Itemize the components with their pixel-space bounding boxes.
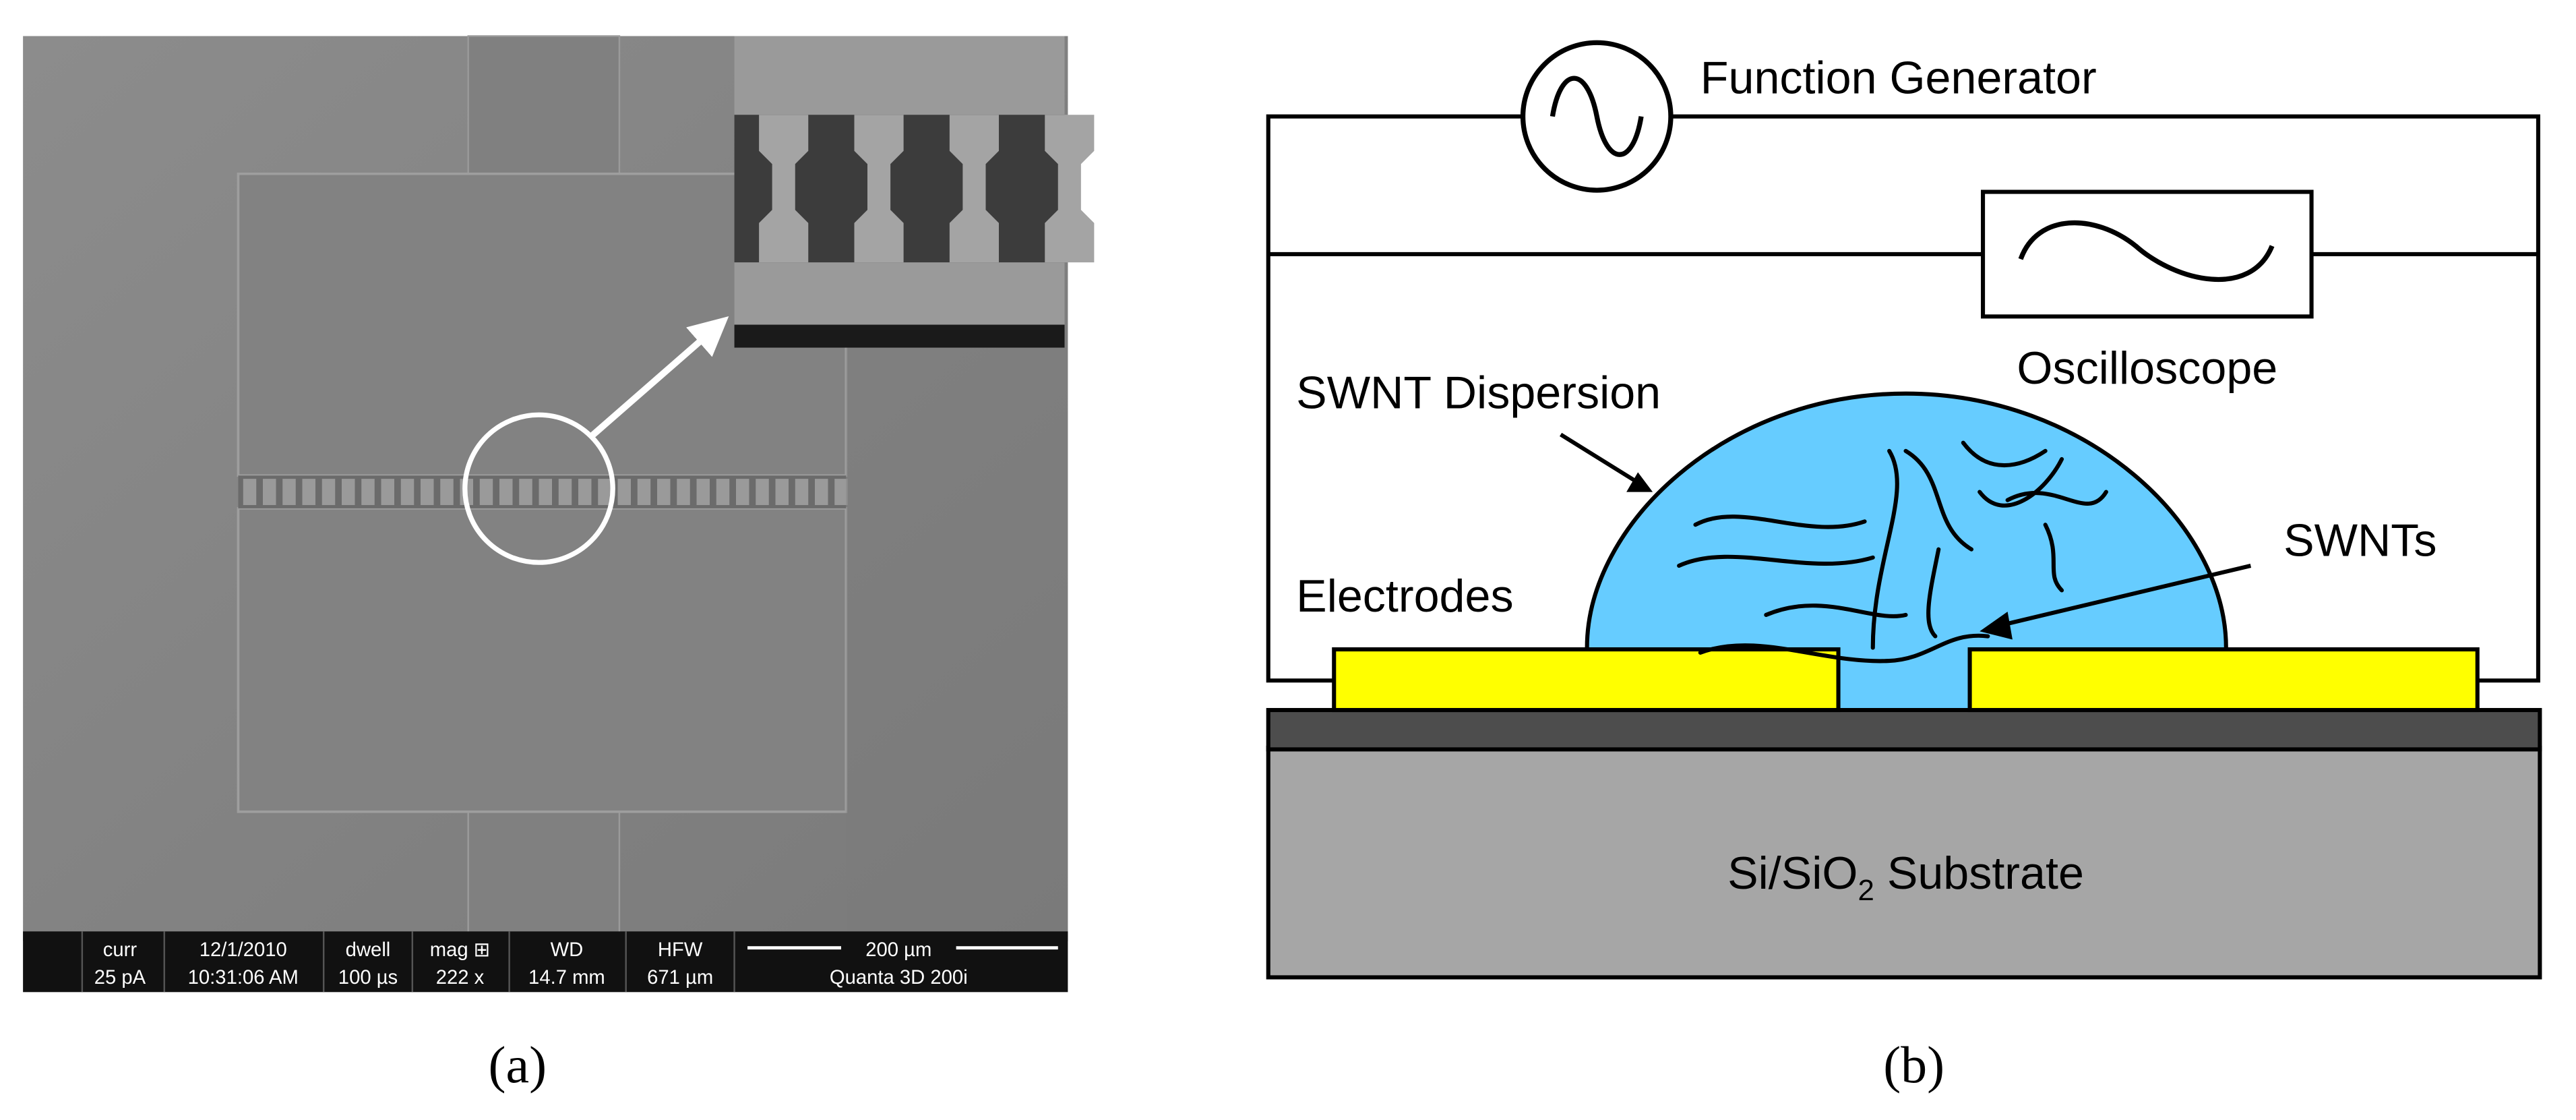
comb-fingers bbox=[243, 479, 848, 506]
comb-finger bbox=[775, 479, 789, 506]
schematic: Function Generator Oscilloscope bbox=[1266, 40, 2542, 980]
zoom-arrow bbox=[589, 316, 729, 439]
inset-finger bbox=[854, 115, 904, 263]
comb-finger bbox=[696, 479, 710, 506]
comb-finger bbox=[321, 479, 336, 506]
sem-info-bar: curr 25 pA 12/1/2010 10:31:06 AM dwell 1… bbox=[23, 931, 1068, 993]
comb-finger bbox=[736, 479, 749, 506]
dispersion-arrowhead bbox=[1626, 472, 1653, 492]
substrate-label: Si/SiO2 Substrate bbox=[1727, 848, 2084, 907]
comb-finger bbox=[400, 479, 415, 506]
swnt-strand bbox=[1961, 440, 2048, 467]
swnt-strand bbox=[1870, 448, 1899, 650]
comb-finger bbox=[716, 479, 730, 506]
info-bar-background bbox=[23, 931, 1068, 993]
swnt-dispersion-droplet bbox=[1585, 391, 2228, 713]
zoom-circle bbox=[462, 412, 615, 565]
sine-wave-icon bbox=[1550, 76, 1644, 157]
swnt-strand bbox=[2005, 490, 2108, 506]
oscilloscope-wave-icon bbox=[2018, 220, 2275, 283]
date-value: 12/1/2010 bbox=[200, 939, 287, 961]
comb-finger bbox=[381, 479, 394, 506]
swnt-strand bbox=[1926, 547, 1941, 639]
swnt-strand bbox=[1677, 554, 1875, 568]
curr-value: 25 pA bbox=[94, 967, 146, 989]
swnt-strand bbox=[1764, 603, 1908, 619]
comb-finger bbox=[756, 479, 769, 506]
swnt-strand bbox=[1698, 633, 1990, 664]
right-electrode bbox=[1967, 647, 2480, 713]
instrument-name: Quanta 3D 200i bbox=[830, 967, 968, 989]
comb-finger bbox=[263, 479, 276, 506]
lower-electrode-pad bbox=[237, 507, 848, 813]
substrate-label-main: Si/SiO bbox=[1727, 848, 1858, 899]
comb-finger bbox=[578, 479, 592, 506]
caption-b: (b) bbox=[1883, 1036, 1944, 1094]
comb-finger bbox=[440, 479, 454, 506]
curr-label: curr bbox=[103, 939, 137, 961]
magnified-inset bbox=[734, 36, 1095, 348]
swnt-strand bbox=[1693, 514, 1867, 529]
comb-finger bbox=[815, 479, 828, 506]
wire-left-outer bbox=[1266, 114, 1523, 683]
inset-finger bbox=[1045, 115, 1095, 263]
substrate-label-suffix: Substrate bbox=[1874, 848, 2084, 899]
upper-contact-strip bbox=[467, 35, 621, 175]
substrate bbox=[1266, 745, 2542, 980]
comb-finger bbox=[302, 479, 315, 506]
comb-finger bbox=[539, 479, 552, 506]
sem-micrograph: curr 25 pA 12/1/2010 10:31:06 AM dwell 1… bbox=[23, 35, 1095, 993]
swnt-strands bbox=[1677, 440, 2108, 664]
dwell-value: 100 µs bbox=[338, 967, 398, 989]
oscilloscope-label: Oscilloscope bbox=[2017, 343, 2277, 394]
comb-finger bbox=[677, 479, 690, 506]
inset-databar bbox=[734, 324, 1065, 348]
dispersion-pointer bbox=[1560, 432, 1649, 491]
wire-right-outer bbox=[1670, 114, 2540, 683]
swnts-arrowhead bbox=[1980, 612, 2013, 640]
hfw-value: 671 µm bbox=[647, 967, 713, 989]
comb-finger bbox=[834, 479, 848, 506]
comb-finger bbox=[499, 479, 513, 506]
scale-label: 200 µm bbox=[865, 939, 931, 961]
comb-finger bbox=[795, 479, 809, 506]
swnt-dispersion-label: SWNT Dispersion bbox=[1296, 367, 1661, 419]
time-value: 10:31:06 AM bbox=[188, 967, 299, 989]
swnts-label: SWNTs bbox=[2283, 514, 2436, 566]
oxide-layer bbox=[1266, 707, 2542, 752]
comb-finger bbox=[342, 479, 355, 506]
swnt-strand bbox=[1903, 448, 1974, 552]
swnt-strand bbox=[1977, 456, 2064, 508]
comb-finger bbox=[361, 479, 375, 506]
caption-a: (a) bbox=[489, 1036, 547, 1094]
comb-finger bbox=[519, 479, 532, 506]
lower-contact-strip bbox=[467, 810, 621, 943]
electrodes-label: Electrodes bbox=[1296, 570, 1513, 622]
comb-finger bbox=[421, 479, 434, 506]
comb-finger bbox=[558, 479, 572, 506]
inset-finger bbox=[759, 115, 809, 263]
comb-finger bbox=[479, 479, 493, 506]
inset-finger bbox=[949, 115, 999, 263]
inset-fingers bbox=[759, 115, 1095, 263]
mag-value: 222 x bbox=[436, 967, 485, 989]
swnt-strand bbox=[2043, 523, 2064, 593]
dwell-label: dwell bbox=[346, 939, 391, 961]
substrate-label-subscript: 2 bbox=[1858, 874, 1874, 907]
comb-finger bbox=[657, 479, 671, 506]
left-electrode bbox=[1332, 647, 1841, 713]
comb-finger bbox=[617, 479, 631, 506]
mag-label: mag ⊞ bbox=[430, 939, 491, 961]
comb-finger bbox=[243, 479, 257, 506]
comb-finger bbox=[282, 479, 296, 506]
comb-finger bbox=[637, 479, 651, 506]
swnts-pointer bbox=[1995, 564, 2252, 628]
hfw-label: HFW bbox=[658, 939, 703, 961]
wd-value: 14.7 mm bbox=[528, 967, 605, 989]
wd-label: WD bbox=[551, 939, 584, 961]
comb-finger bbox=[598, 479, 611, 506]
function-generator-label: Function Generator bbox=[1700, 53, 2097, 104]
